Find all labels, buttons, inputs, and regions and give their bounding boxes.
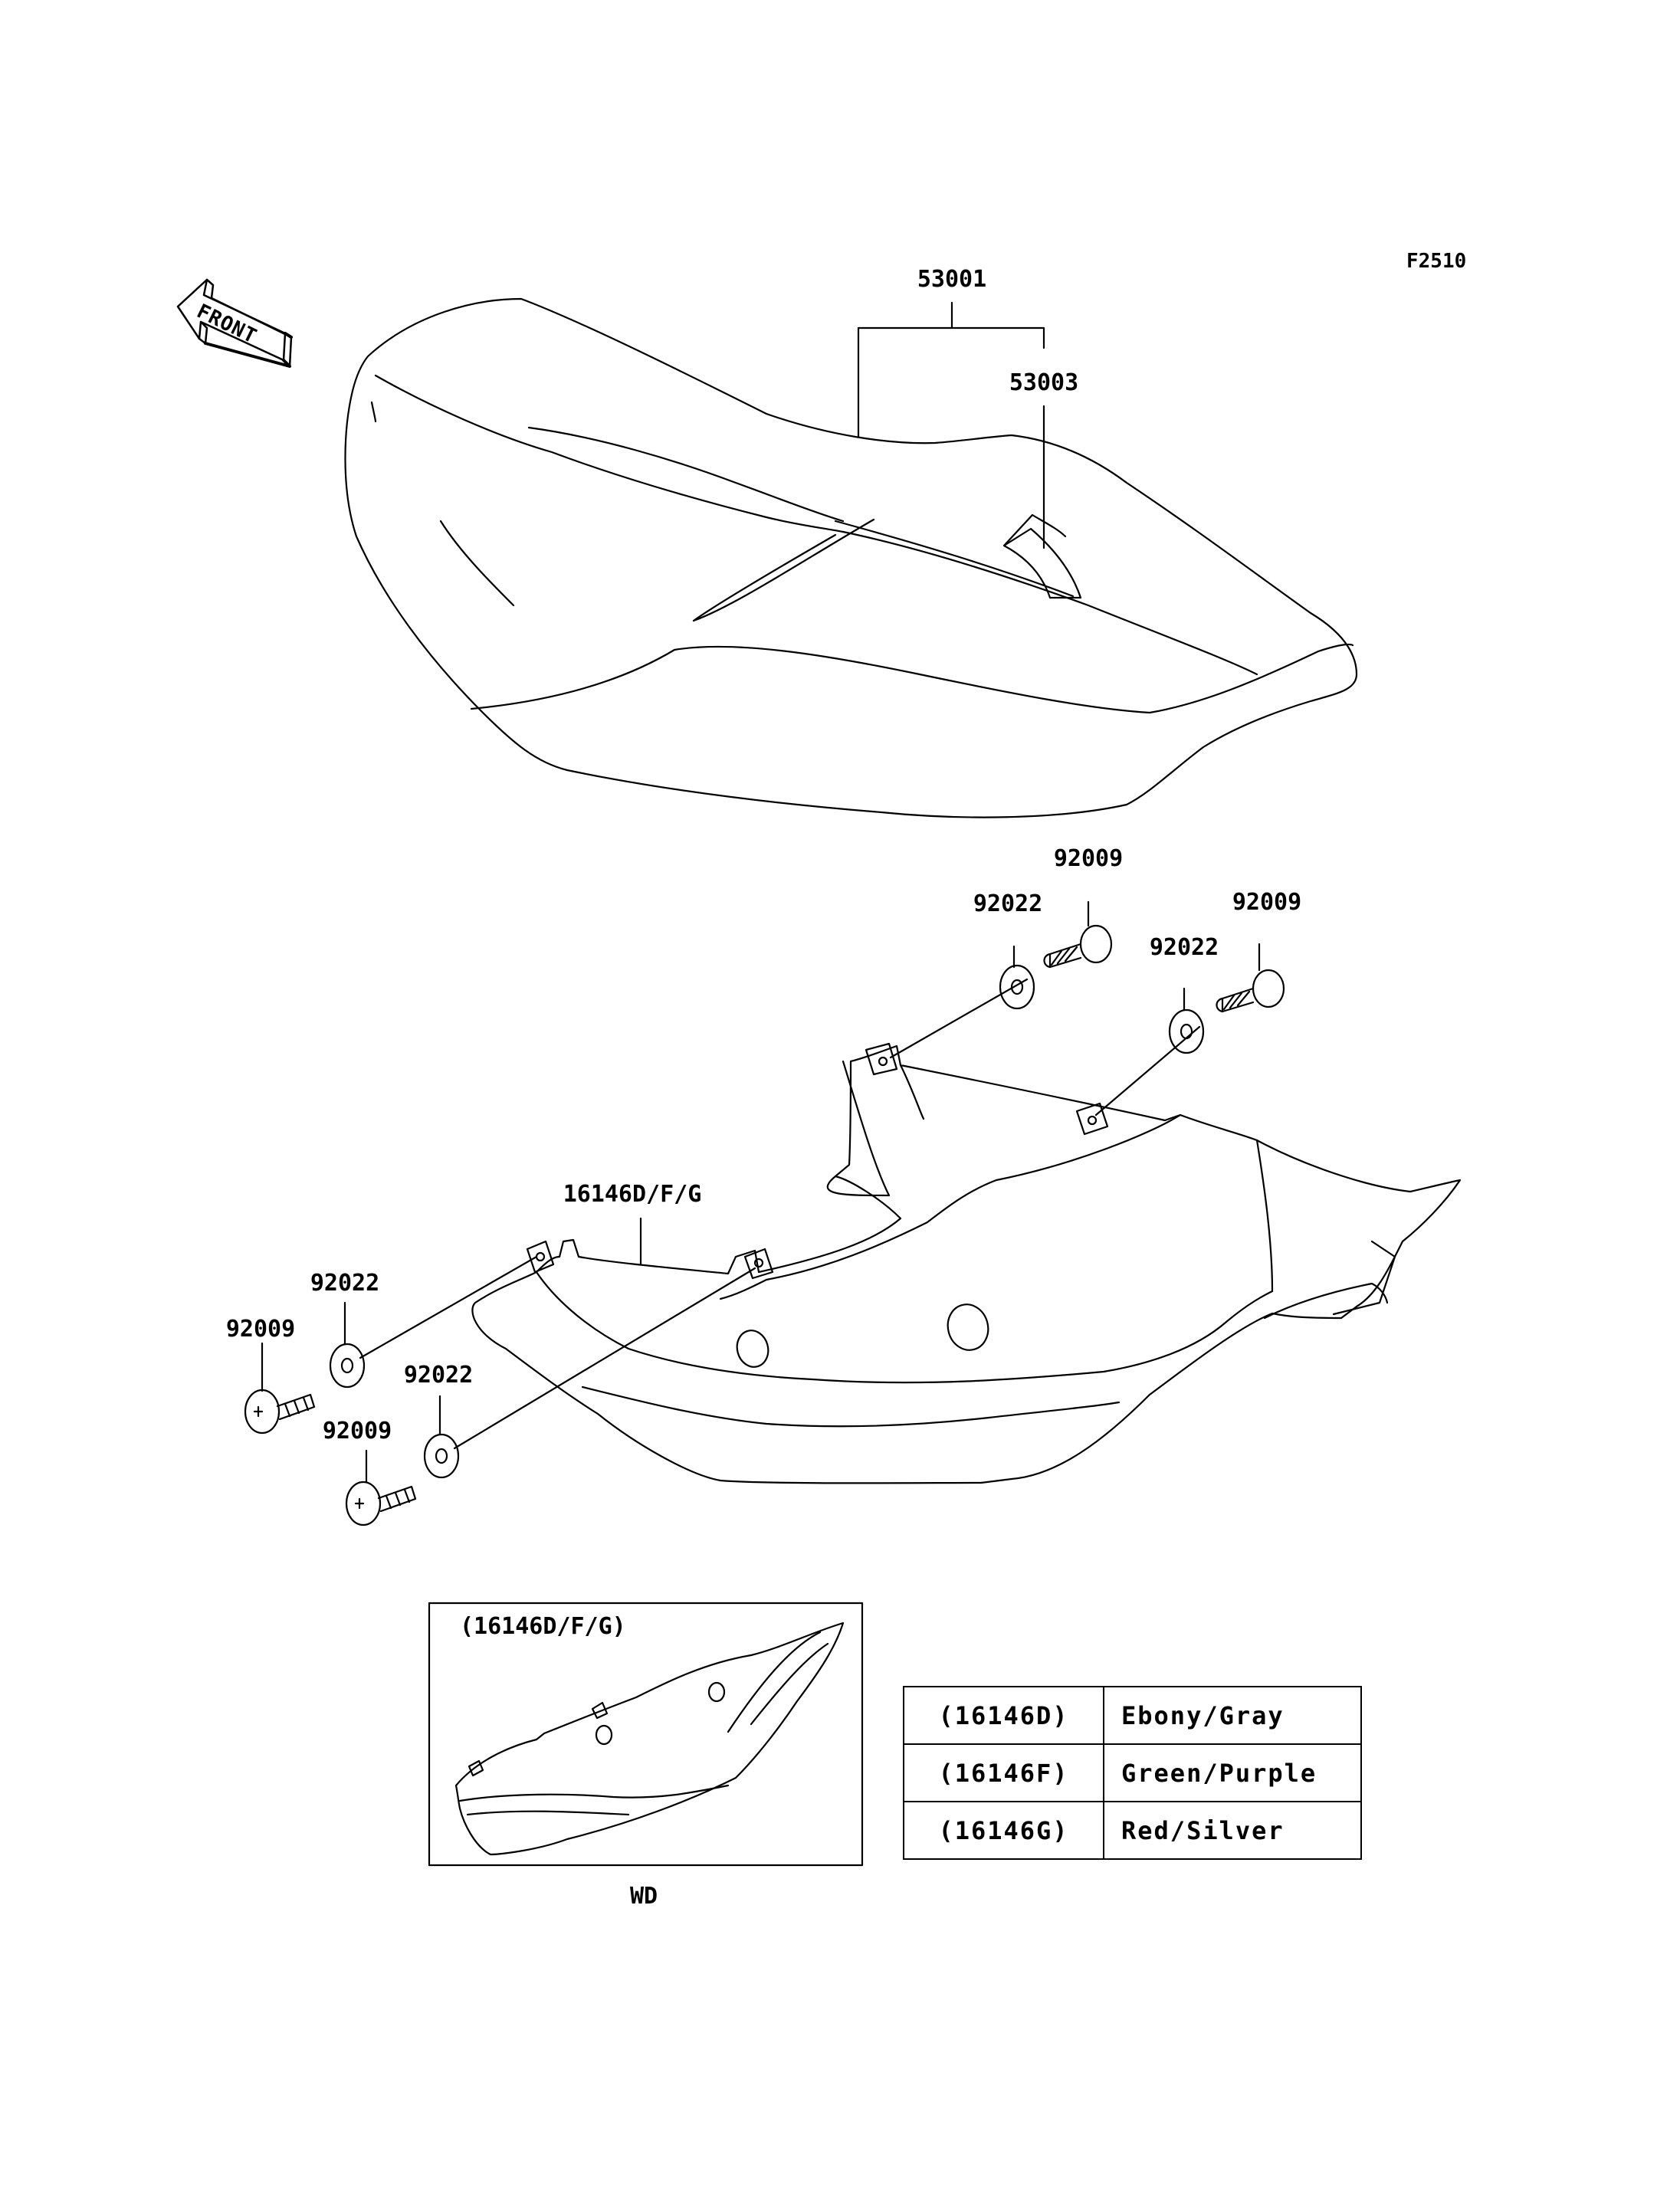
washer-bottom-lower-icon [423,1433,460,1479]
washer-icons [329,964,1205,1479]
bolt-top-left-icon [1043,924,1113,969]
callout-washer-bottom-lower: 92022 [403,1362,474,1389]
callout-53003: 53003 [1009,369,1079,396]
callout-bolt-bottom-upper: 92009 [225,1316,296,1343]
callout-side-cover: 16146D/F/G [563,1181,702,1208]
bolt-bottom-lower-icon [345,1481,417,1526]
callout-bolt-top-right: 92009 [1232,889,1302,916]
table-row: (16146G) Red/Silver [903,1801,1362,1860]
color-name-cell: Ebony/Gray [1103,1686,1362,1745]
fastener-leaders [261,900,1261,1484]
washer-top-right-icon [1168,1008,1205,1054]
side-cover-drawing [471,1042,1462,1484]
inset-title: (16146D/F/G) [460,1613,626,1640]
callout-bolt-top-left: 92009 [1053,845,1124,872]
callout-washer-bottom-upper: 92022 [310,1270,380,1297]
color-code-cell: (16146F) [903,1743,1104,1802]
table-row: (16146F) Green/Purple [903,1743,1362,1802]
bolt-bottom-upper-icon [244,1389,316,1435]
seat-leaders [857,301,1045,549]
color-code-cell: (16146G) [903,1801,1104,1860]
color-code-cell: (16146D) [903,1686,1104,1745]
color-name-cell: Green/Purple [1103,1743,1362,1802]
callout-washer-top-left: 92022 [973,890,1043,917]
callout-washer-top-right: 92022 [1149,934,1219,961]
bolt-icons [244,924,1285,1526]
figure-code: F2510 [1406,250,1467,273]
bolt-top-right-icon [1216,969,1285,1013]
callout-bolt-bottom-lower: 92009 [322,1418,392,1444]
seat-drawing [344,297,1358,818]
washer-bottom-upper-icon [329,1343,366,1389]
color-table: (16146D) Ebony/Gray (16146F) Green/Purpl… [903,1686,1362,1860]
front-arrow-icon: FRONT [176,278,293,368]
inset-caption: WD [629,1883,658,1910]
washer-top-left-icon [999,964,1035,1010]
inset-box [428,1602,864,1867]
table-row: (16146D) Ebony/Gray [903,1686,1362,1745]
callout-53001: 53001 [917,266,987,293]
color-name-cell: Red/Silver [1103,1801,1362,1860]
